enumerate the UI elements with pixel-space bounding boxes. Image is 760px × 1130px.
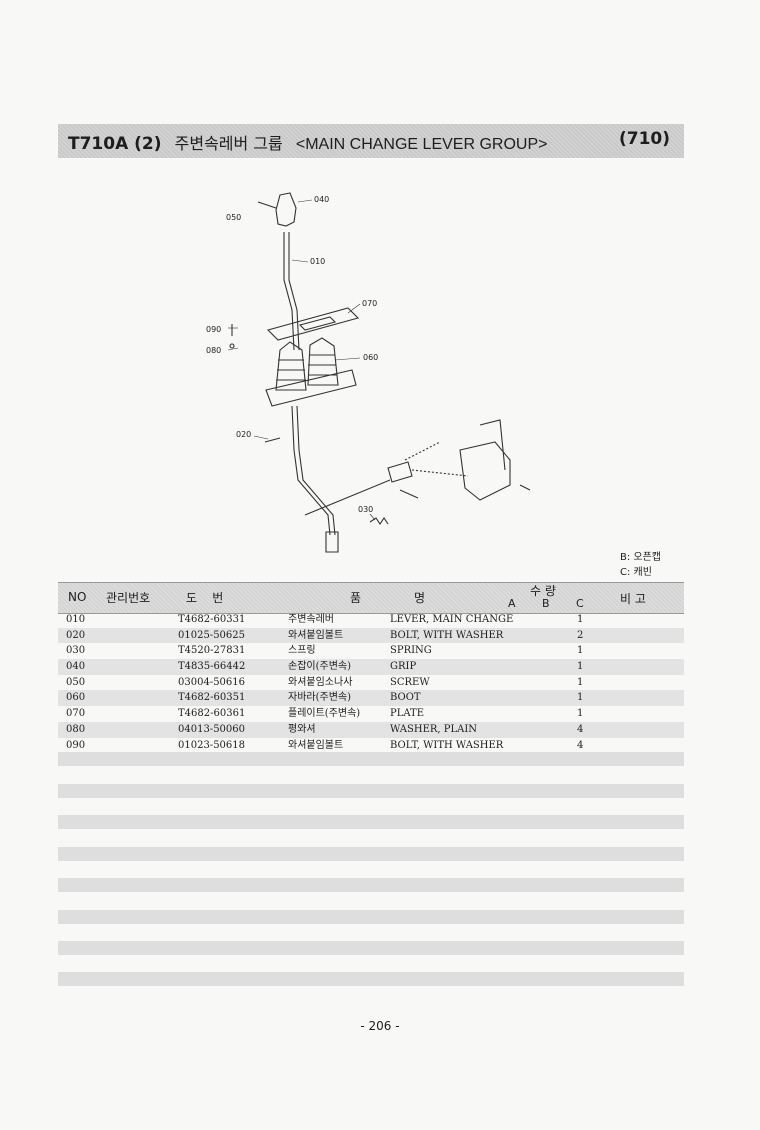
col-qty-a: A <box>508 597 516 610</box>
col-drawing: 도 번 <box>186 591 224 605</box>
page-number: - 206 - <box>360 1019 400 1033</box>
label-030: 030 <box>358 505 373 514</box>
label-090: 090 <box>206 325 221 334</box>
lever-upper-shape <box>283 232 295 351</box>
base-plate-shape <box>265 369 357 407</box>
model-code: T710A (2) <box>68 134 162 154</box>
empty-row <box>58 815 684 829</box>
label-050: 050 <box>226 213 241 222</box>
plate-shape <box>266 307 360 341</box>
boot-right-shape <box>307 337 339 386</box>
legend: B: 오픈캡 C: 캐빈 <box>620 550 661 580</box>
label-010: 010 <box>310 257 325 266</box>
col-no: NO <box>68 590 87 604</box>
empty-row <box>58 972 684 986</box>
label-060: 060 <box>363 353 378 362</box>
label-070: 070 <box>362 299 377 308</box>
col-remark: 비 고 <box>620 592 646 606</box>
col-mgmt: 관리번호 <box>106 591 151 605</box>
legend-c: C: 캐빈 <box>620 567 652 578</box>
empty-row <box>58 847 684 861</box>
col-item: 품 <box>350 591 362 605</box>
exploded-parts-diagram: 040 050 010 070 090 080 060 020 030 <box>206 192 531 553</box>
legend-b: B: 오픈캡 <box>620 552 662 563</box>
title-english: <MAIN CHANGE LEVER GROUP> <box>295 136 548 153</box>
title-text: T710A (2) 주변속레버 그룹 <MAIN CHANGE LEVER GR… <box>68 130 547 154</box>
empty-row <box>58 752 684 766</box>
col-qty: 수 량 <box>530 584 556 598</box>
title-bar: T710A (2) 주변속레버 그룹 <MAIN CHANGE LEVER GR… <box>58 124 684 158</box>
section-number: (710) <box>618 129 670 149</box>
joint-shape <box>387 461 413 483</box>
grip-knob-shape <box>275 192 297 227</box>
title-korean: 주변속레버 그룹 <box>174 134 283 153</box>
bracket-shape <box>459 441 511 501</box>
col-qty-c: C <box>576 597 584 610</box>
empty-row <box>58 878 684 892</box>
label-080: 080 <box>206 346 221 355</box>
boot-left-shape <box>275 341 307 391</box>
label-020: 020 <box>236 430 251 439</box>
lever-lower-shape <box>291 405 331 536</box>
empty-row <box>58 784 684 798</box>
empty-row <box>58 910 684 924</box>
empty-table-rows <box>58 752 684 987</box>
label-040: 040 <box>314 195 329 204</box>
col-name: 명 <box>414 591 426 605</box>
col-qty-b: B <box>542 597 550 610</box>
table-header: NO 관리번호 도 번 품 명 수 량 A B C 비 고 <box>58 582 684 614</box>
empty-row <box>58 941 684 955</box>
